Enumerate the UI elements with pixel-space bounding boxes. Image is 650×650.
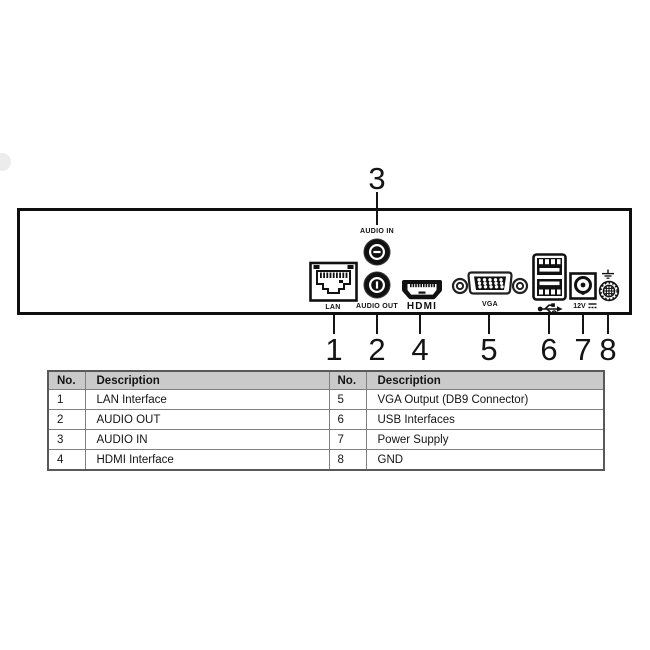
vga-label: VGA — [481, 301, 499, 308]
decorative-circle — [0, 153, 11, 171]
cell-no: 6 — [328, 409, 367, 430]
cell-description: USB Interfaces — [365, 409, 605, 430]
callout-line-1 — [333, 315, 336, 334]
cell-description: AUDIO OUT — [84, 409, 330, 430]
hdmi-port-icon — [401, 279, 443, 301]
callout-number-7: 7 — [574, 332, 592, 367]
header-no-left: No. — [47, 370, 86, 390]
audio-out-label: AUDIO OUT — [356, 303, 398, 310]
callout-line-8 — [607, 315, 610, 334]
cell-description: GND — [365, 449, 605, 471]
cell-description: HDMI Interface — [84, 449, 330, 471]
dc-symbol-icon — [588, 303, 597, 309]
earth-ground-icon — [601, 269, 615, 279]
cell-description: VGA Output (DB9 Connector) — [365, 389, 605, 410]
ground-screw-icon — [598, 280, 620, 302]
port-description-table: No. Description No. Description 1 LAN In… — [47, 370, 605, 471]
header-description-left: Description — [84, 370, 330, 390]
table-row: 3 AUDIO IN 7 Power Supply — [47, 429, 605, 450]
callout-number-4: 4 — [411, 332, 429, 367]
callout-line-6 — [548, 315, 551, 334]
dc-power-jack-icon — [569, 272, 597, 300]
lan-label: LAN — [325, 304, 341, 311]
cell-no: 5 — [328, 389, 367, 410]
cell-description: LAN Interface — [84, 389, 330, 410]
rj45-lan-port-icon — [309, 259, 358, 302]
cell-no: 1 — [47, 389, 86, 410]
table-header-row: No. Description No. Description — [47, 370, 605, 390]
power-label: 12V — [570, 302, 600, 310]
callout-number-8: 8 — [599, 332, 617, 367]
cell-no: 7 — [328, 429, 367, 450]
callout-line-4 — [419, 315, 422, 334]
callout-line-7 — [582, 315, 585, 334]
callout-line-2 — [376, 315, 379, 334]
callout-number-1: 1 — [325, 332, 343, 367]
audio-in-label: AUDIO IN — [360, 228, 394, 235]
power-voltage-text: 12V — [573, 302, 586, 310]
cell-description: AUDIO IN — [84, 429, 330, 450]
rca-audio-out-icon — [363, 271, 391, 299]
cell-no: 2 — [47, 409, 86, 430]
callout-number-5: 5 — [480, 332, 498, 367]
callout-line-5 — [488, 315, 491, 334]
table-row: 2 AUDIO OUT 6 USB Interfaces — [47, 409, 605, 430]
table-row: 1 LAN Interface 5 VGA Output (DB9 Connec… — [47, 389, 605, 410]
cell-description: Power Supply — [365, 429, 605, 450]
cell-no: 3 — [47, 429, 86, 450]
header-description-right: Description — [365, 370, 605, 390]
callout-number-2: 2 — [368, 332, 386, 367]
header-no-right: No. — [328, 370, 367, 390]
hdmi-label: HDMI — [406, 301, 438, 312]
vga-db15-port-icon — [451, 266, 529, 300]
callout-number-6: 6 — [540, 332, 558, 367]
callout-line-3 — [376, 192, 379, 225]
rca-audio-in-icon — [363, 238, 391, 266]
callout-number-3: 3 — [368, 161, 386, 196]
usb-dual-port-icon — [532, 253, 567, 301]
cell-no: 4 — [47, 449, 86, 471]
table-row: 4 HDMI Interface 8 GND — [47, 449, 605, 471]
usb-trident-icon — [537, 302, 563, 315]
cell-no: 8 — [328, 449, 367, 471]
